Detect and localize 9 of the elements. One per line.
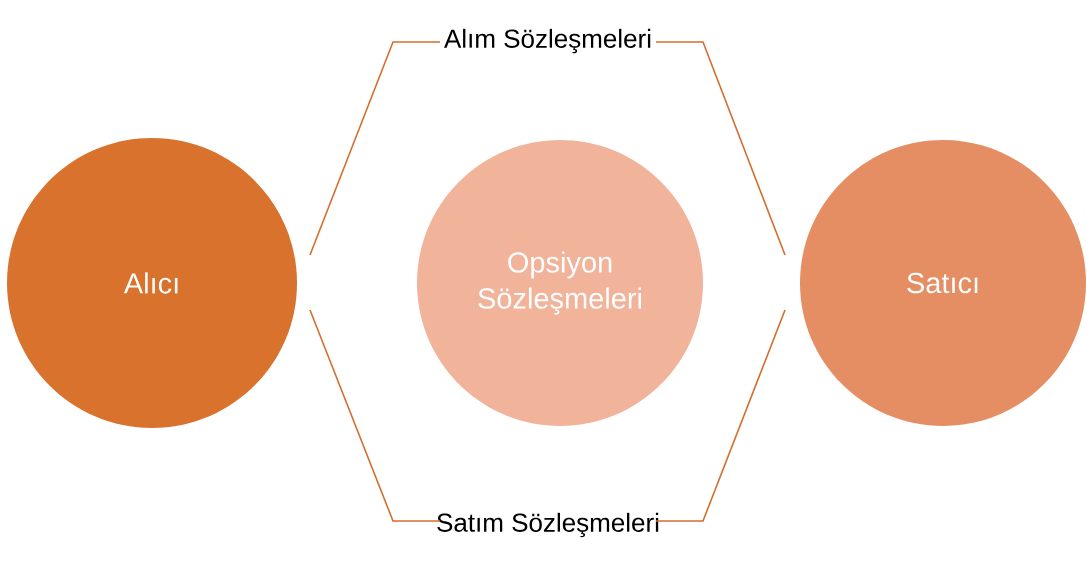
connector-line (655, 41, 786, 256)
contract-label: Alım Sözleşmeleri (444, 28, 651, 54)
circle-node: Satıcı (800, 140, 1086, 426)
connector-line (309, 309, 441, 522)
contract-label: Satım Sözleşmeleri (437, 512, 659, 538)
circle-node: Opsiyon Sözleşmeleri (417, 140, 703, 426)
connector-line (655, 309, 786, 522)
circle-node: Alıcı (7, 138, 297, 428)
connector-line (309, 41, 441, 256)
